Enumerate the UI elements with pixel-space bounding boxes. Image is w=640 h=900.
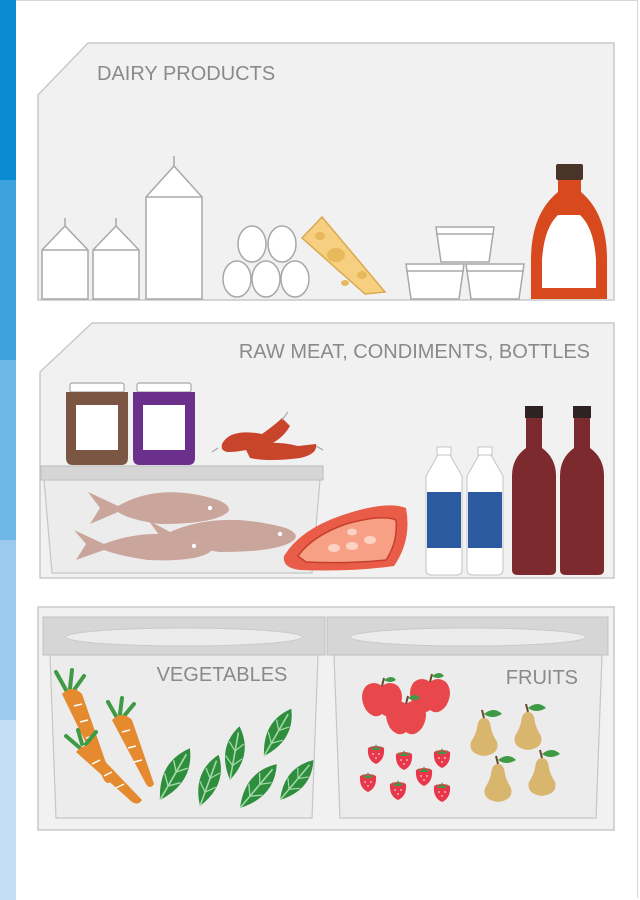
fridge-frame [16, 0, 638, 898]
fruits-drawer-label: FRUITS [506, 667, 578, 689]
syrup-bottle-icon [531, 164, 607, 299]
meat-shelf: RAW MEAT, CONDIMENTS, BOTTLES [39, 322, 615, 579]
dairy-shelf: DAIRY PRODUCTS [37, 42, 615, 301]
cheese-icon [300, 215, 387, 295]
eggs-icon [222, 225, 310, 298]
meat-shelf-label: RAW MEAT, CONDIMENTS, BOTTLES [239, 341, 590, 363]
carrot-icon [106, 696, 154, 787]
sausages-icon [211, 411, 324, 460]
milk-carton-small-icon [41, 218, 89, 300]
wine-bottle-icon [560, 406, 604, 575]
water-bottle-icon [425, 446, 463, 576]
carrot-icon [64, 728, 142, 804]
wine-bottle-icon [512, 406, 556, 575]
jar-brown-icon [66, 382, 128, 465]
milk-carton-tall-icon [145, 156, 203, 300]
vegetables-drawer-label: VEGETABLES [157, 664, 288, 686]
side-accent-strip [0, 0, 16, 900]
milk-carton-small-icon [92, 218, 140, 300]
steak-icon [283, 505, 408, 571]
fish-icon [74, 492, 296, 561]
yogurt-cups-icon [405, 226, 525, 300]
jar-purple-icon [133, 382, 195, 465]
dairy-shelf-label: DAIRY PRODUCTS [97, 63, 275, 85]
water-bottle-icon [466, 446, 504, 576]
crisper-shelf: VEGETABLES FRUITS [37, 606, 615, 831]
